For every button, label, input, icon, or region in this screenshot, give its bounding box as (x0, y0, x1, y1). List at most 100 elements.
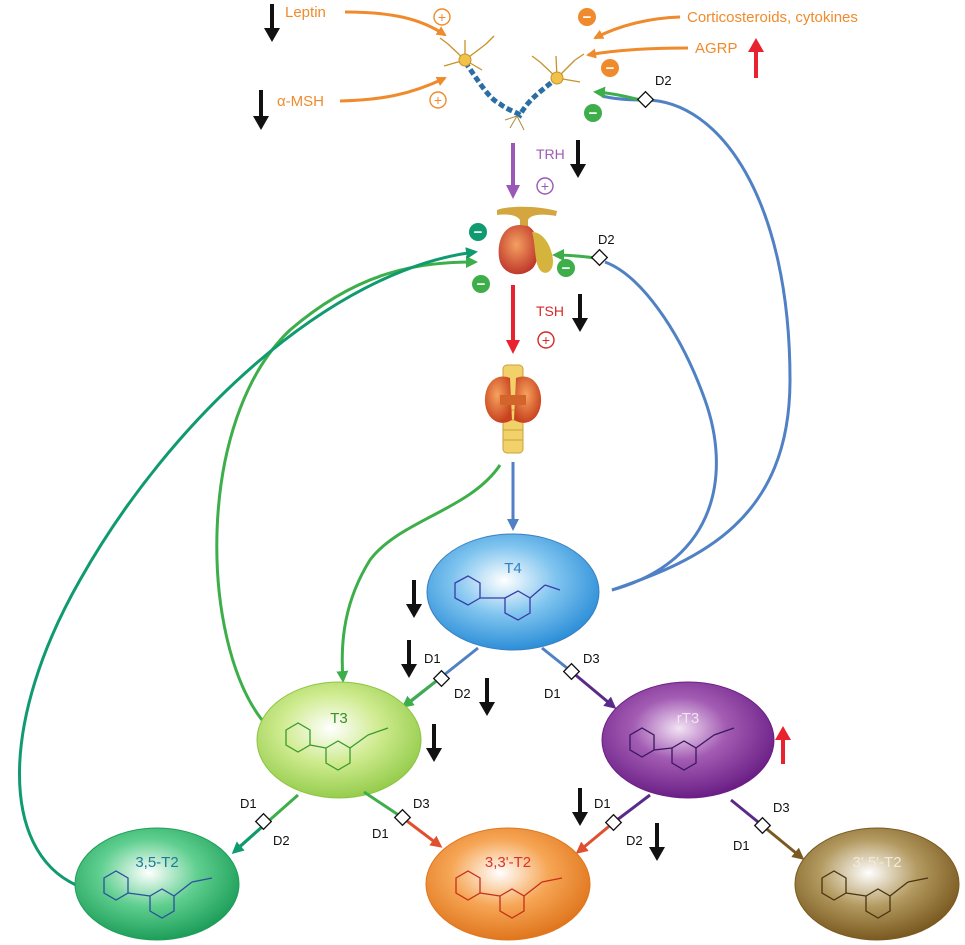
d1-t3-down-arrow-icon (401, 640, 417, 678)
agrp-label: AGRP (695, 40, 738, 57)
t4-label: T4 (504, 560, 522, 577)
t3-t235-d2-label: D2 (273, 833, 290, 848)
t3-label: T3 (330, 710, 348, 727)
t4-t3-d1-label: D1 (424, 651, 441, 666)
tsh-plus-sign (537, 331, 555, 349)
t235-pituitary-feedback (18, 247, 478, 887)
rt3-t2p-d1-label: D1 (733, 838, 750, 853)
t235-node (74, 827, 240, 941)
d2-pituitary-node (590, 248, 609, 267)
corticosteroids-label: Corticosteroids, cytokines (687, 9, 858, 26)
hypothalamus-neurons (439, 35, 585, 131)
t235-molecule-icon (103, 870, 213, 919)
t3-down-arrow-icon (426, 724, 442, 762)
pituitary-top-minus-sign (469, 223, 487, 241)
tsh-down-arrow-icon (572, 294, 588, 332)
t3-t233-node (393, 808, 412, 827)
leptin-label: Leptin (285, 4, 326, 21)
thyroid-gland-icon (484, 364, 542, 454)
agrp-minus-text: − (606, 60, 615, 77)
agrp-up-arrow-icon (748, 38, 764, 78)
rt3-t2p-d3-label: D3 (773, 800, 790, 815)
msh-label: α-MSH (277, 93, 324, 110)
msh-arrow (339, 76, 447, 103)
pituitary-bottom-minus-text: − (477, 276, 486, 293)
pituitary-right-minus-text: − (562, 260, 571, 277)
t4-down-arrow-icon (406, 580, 422, 618)
msh-down-arrow-icon (253, 90, 269, 130)
t2p-label: 3',5'-T2 (852, 854, 901, 871)
trh-plus-sign (536, 177, 554, 195)
msh-plus-sign (429, 91, 447, 109)
t235-label: 3,5-T2 (135, 854, 178, 871)
t3-molecule-icon (285, 722, 389, 771)
trh-plus-text: + (541, 178, 549, 194)
pituitary-right-minus-sign (557, 259, 575, 277)
msh-plus-text: + (434, 92, 442, 108)
rt3-t2p-arrow (762, 824, 805, 860)
corticosteroids-minus-text: − (583, 9, 592, 26)
t233-molecule-icon (455, 870, 563, 919)
t2p-node (794, 827, 960, 941)
t3-t233-arrow-upper (363, 790, 404, 820)
agrp-arrow (586, 46, 689, 59)
rt3-t233-arrow (575, 821, 614, 854)
d2-t3-down-arrow-icon (479, 678, 495, 716)
d2-pituitary-label: D2 (598, 232, 615, 247)
rt3-t233-d2-label: D2 (626, 833, 643, 848)
hypothalamus-minus-text: − (589, 105, 598, 122)
agrp-minus-sign (601, 59, 619, 77)
leptin-plus-sign (433, 8, 451, 26)
t4-t3-d2-label: D2 (454, 686, 471, 701)
rt3-molecule-icon (629, 727, 735, 771)
t3-t233-arrow (402, 816, 443, 848)
hypothalamus-minus-sign (584, 104, 602, 122)
axon-line (462, 60, 554, 119)
tsh-label: TSH (536, 303, 564, 319)
t4-rt3-d1-label: D1 (544, 686, 561, 701)
corticosteroids-arrow (593, 15, 681, 40)
leptin-down-arrow-icon (264, 4, 280, 42)
t4-rt3-d3-label: D3 (583, 651, 600, 666)
t3-node (256, 681, 422, 799)
t4-molecule-icon (454, 575, 561, 621)
t3-t233-d1-label: D1 (372, 826, 389, 841)
rt3-d1-down-arrow-icon (572, 788, 588, 826)
d2-hypothalamus-label: D2 (655, 73, 672, 88)
t4-hypothalamus-feedback (601, 94, 792, 592)
t4-rt3-arrow (571, 670, 617, 709)
t4-t3-node (432, 669, 451, 688)
t3-t235-d1-label: D1 (240, 796, 257, 811)
thyroid-t3-arrow (336, 464, 502, 683)
d2-hypothalamus-node (636, 90, 655, 109)
rt3-t2p-node (753, 816, 772, 835)
trh-down-arrow-icon (570, 140, 586, 178)
corticosteroids-minus-sign (578, 8, 596, 26)
t233-node (425, 827, 591, 941)
pituitary-top-minus-text: − (474, 224, 483, 241)
t3-t235-node (254, 812, 273, 831)
rt3-up-arrow-icon (775, 726, 791, 764)
leptin-arrow (344, 10, 447, 37)
t2p-molecule-icon (821, 870, 929, 919)
t3-t235-arrow (231, 825, 263, 854)
rt3-d2-down-arrow-icon (649, 823, 665, 861)
pituitary-bottom-minus-sign (472, 275, 490, 293)
rt3-label: rT3 (677, 710, 700, 727)
rt3-node (601, 681, 775, 799)
t4-pituitary-feedback (604, 260, 718, 592)
leptin-plus-text: + (438, 9, 446, 25)
rt3-t233-d1-label: D1 (594, 796, 611, 811)
rt3-t233-arrow-upper (612, 793, 651, 825)
t4-rt3-node (562, 662, 581, 681)
neuron-terminal-icon (504, 115, 525, 131)
rt3-t233-node (604, 813, 623, 832)
tsh-plus-text: + (542, 332, 550, 348)
trh-label: TRH (536, 146, 565, 162)
d2-hypothalamus-arrow (593, 86, 641, 102)
t3-t233-d3-label: D3 (413, 796, 430, 811)
d2-pituitary-arrow (552, 249, 596, 262)
t4-t3-arrow (401, 676, 441, 708)
t4-node (426, 533, 600, 651)
